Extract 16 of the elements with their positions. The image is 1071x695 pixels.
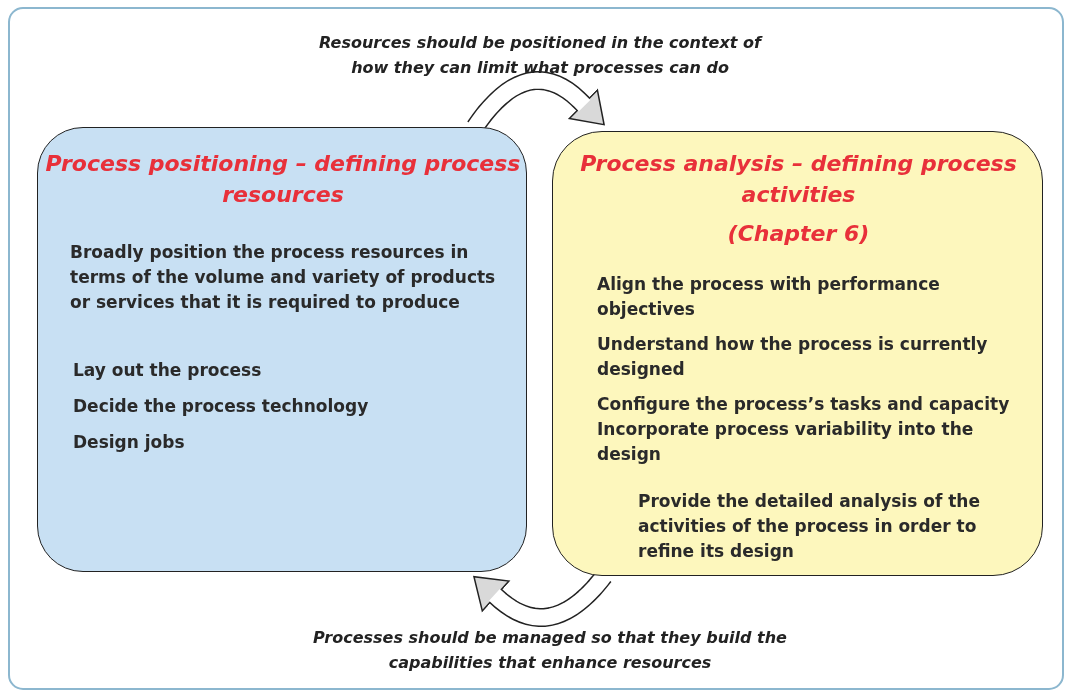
list-item: Lay out the process <box>73 359 263 382</box>
list-item: Incorporate process variability into the design <box>597 418 975 466</box>
box-heading: Process analysis – defining process activities <box>579 150 1018 209</box>
edge-label: Processes should be managed so that they build the capabilities that enhance resources <box>312 627 788 674</box>
list-item: Align the process with performance objectives <box>597 273 941 321</box>
chapter-reference: (Chapter 6) <box>726 220 871 248</box>
list-item: Provide the detailed analysis of the activities of the process in order to refine its design <box>638 490 981 563</box>
list-item: Configure the process’s tasks and capacity <box>597 393 1011 416</box>
description-text: Broadly position the process resources in terms of the volume and variety of products or services that it is required to produce <box>70 241 497 314</box>
list-item: Design jobs <box>73 431 186 454</box>
process-analysis-box <box>552 131 1043 576</box>
box-heading: Process positioning – defining process resources <box>44 150 522 209</box>
process-positioning-box <box>37 127 527 572</box>
list-item: Decide the process technology <box>73 395 370 418</box>
list-item: Understand how the process is currently designed <box>597 333 989 381</box>
edge-label: Resources should be positioned in the context of how they can limit what processes can do <box>318 32 764 79</box>
